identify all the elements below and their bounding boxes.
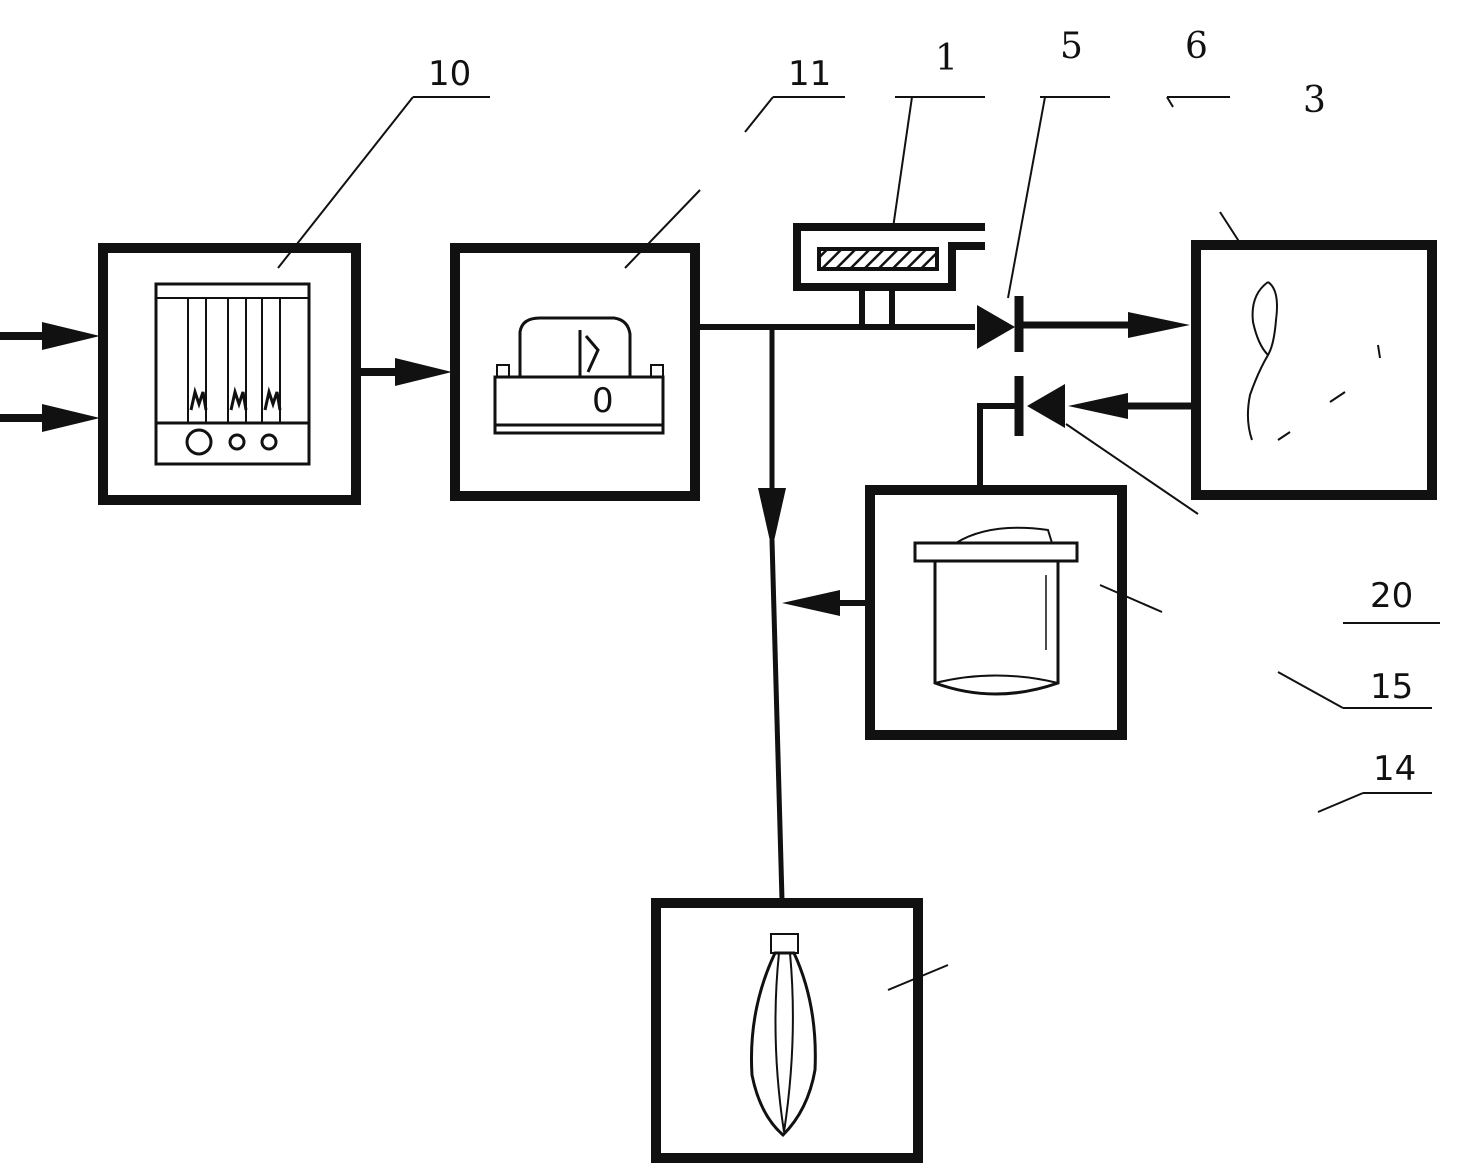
- label-5: 5: [1060, 26, 1083, 67]
- vaporizer-icon: [493, 316, 665, 435]
- label-3: 3: [1303, 80, 1326, 121]
- expiratory-check-valve-icon: [1014, 376, 1065, 436]
- patient-block: [1191, 240, 1437, 500]
- inspiratory-check-valve-icon: [977, 296, 1024, 352]
- expiratory-line: [977, 403, 1019, 488]
- patient-lungs-icon: [1246, 281, 1381, 441]
- absorber-block: [865, 485, 1127, 740]
- reservoir-bag-icon: [750, 933, 817, 1138]
- flow-arrow-from-absorber: [782, 590, 870, 616]
- label-11: 11: [788, 54, 831, 94]
- absorber-canister-icon: [913, 526, 1079, 696]
- label-14: 14: [1373, 749, 1416, 789]
- gas-flowmeter-panel-icon: [154, 282, 311, 466]
- bag-supply-line: [758, 330, 786, 901]
- label-15: 15: [1370, 667, 1413, 707]
- flowmeter-block: [98, 243, 361, 505]
- reference-labels: 10 11 1 5 6 3 20 15 14: [428, 26, 1416, 789]
- vaporizer-block: 0: [450, 243, 700, 501]
- pressure-relief-valve-icon: [793, 223, 985, 330]
- label-10: 10: [428, 54, 471, 94]
- flow-arrow-to-patient: [1019, 312, 1190, 338]
- vaporizer-dial-digit: 0: [592, 381, 614, 421]
- reservoir-bag-block: [651, 898, 923, 1163]
- label-20: 20: [1370, 576, 1413, 616]
- flow-arrow-10-to-11: [356, 358, 452, 386]
- inlet-arrow-1: [0, 322, 100, 350]
- flow-arrow-from-patient: [1068, 393, 1196, 419]
- label-1: 1: [935, 38, 958, 79]
- label-6: 6: [1185, 26, 1208, 67]
- inlet-arrow-2: [0, 404, 100, 432]
- leader-lines: [277, 96, 1440, 991]
